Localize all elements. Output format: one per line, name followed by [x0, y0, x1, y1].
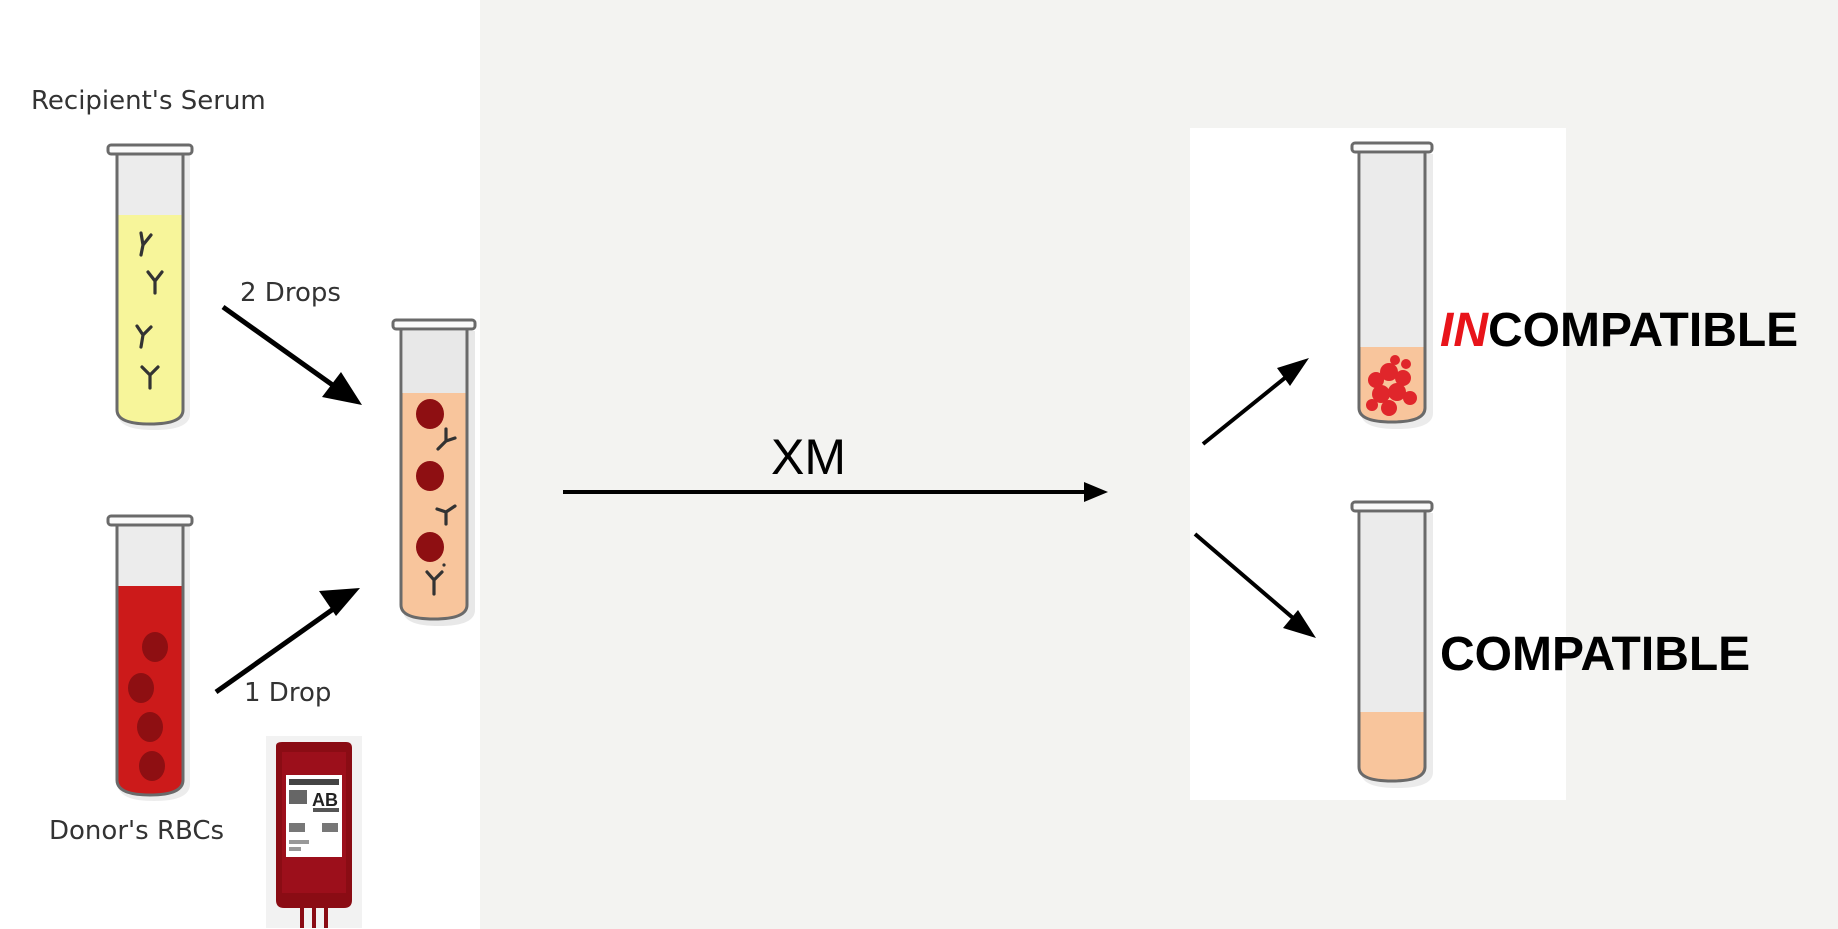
mixed-antibody-icons — [425, 427, 457, 596]
xm-arrow-head — [1084, 482, 1108, 502]
agglutination-clump — [1366, 355, 1417, 416]
serum-liquid — [117, 215, 183, 424]
incompatible-arrow-head — [1277, 358, 1309, 386]
compatible-liquid — [1359, 712, 1425, 781]
compatible-arrow-head — [1283, 610, 1316, 638]
bag-blood-type: AB — [312, 790, 338, 810]
mixed-cell-icons — [416, 399, 444, 562]
donor-rbc-tube — [106, 514, 194, 801]
mixed-liquid — [401, 393, 467, 619]
incompatible-arrow-shaft — [1201, 367, 1298, 446]
incompatible-rest: COMPATIBLE — [1488, 304, 1799, 357]
incompatible-tube — [1350, 141, 1434, 429]
serum-arrow-head — [322, 372, 362, 405]
serum-arrow-shaft — [221, 304, 350, 399]
mixing-tube — [391, 318, 477, 626]
incompatible-prefix: IN — [1440, 304, 1488, 357]
recipient-serum-label: Recipient's Serum — [31, 86, 266, 116]
incompatible-label: INCOMPATIBLE — [1440, 303, 1798, 358]
one-drop-label: 1 Drop — [244, 678, 332, 708]
compatible-arrow-shaft — [1193, 532, 1302, 626]
compatible-tube — [1350, 500, 1434, 788]
compatible-label: COMPATIBLE — [1440, 628, 1751, 681]
antibody-icons — [135, 231, 164, 390]
crossmatch-label: XM — [771, 429, 846, 485]
donor-rbcs-label: Donor's RBCs — [49, 816, 225, 846]
two-drops-label: 2 Drops — [240, 278, 341, 308]
rbc-arrow-shaft — [214, 597, 348, 695]
rbc-arrow-head — [319, 588, 360, 616]
red-cell-icons — [128, 632, 168, 781]
recipient-serum-tube — [106, 143, 194, 430]
blood-bag-icon: AB — [266, 736, 362, 928]
